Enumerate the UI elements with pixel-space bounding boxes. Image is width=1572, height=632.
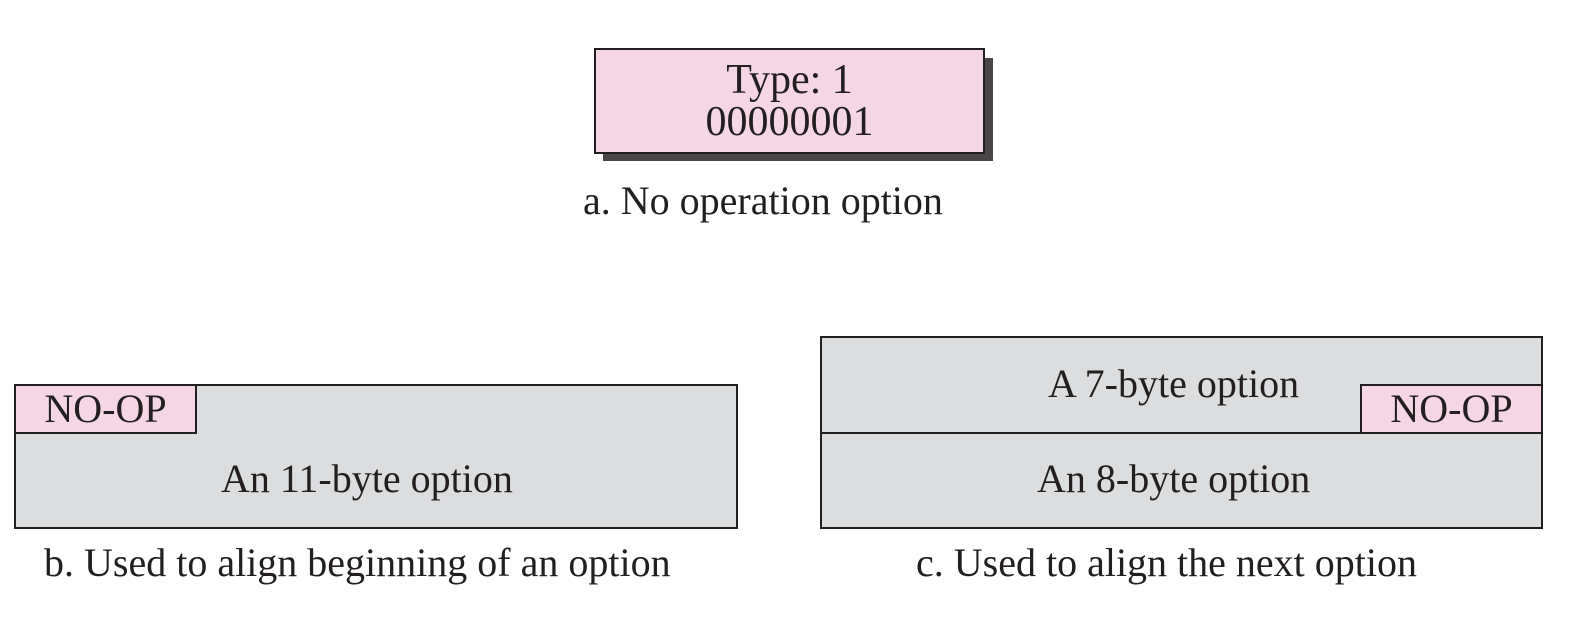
eleven-byte-option-label: An 11-byte option (221, 456, 513, 501)
noop-label-c: NO-OP (1390, 386, 1513, 431)
type-label: Type: 1 (726, 57, 853, 103)
noop-label-b: NO-OP (44, 386, 167, 431)
caption-b: b. Used to align beginning of an option (44, 540, 671, 585)
caption-c: c. Used to align the next option (916, 540, 1418, 585)
noop-box-c: NO-OP (1360, 384, 1543, 434)
binary-value: 00000001 (705, 99, 874, 145)
noop-box-b: NO-OP (14, 384, 197, 434)
type-box: Type: 1 00000001 (594, 48, 985, 154)
seven-byte-option-label: A 7-byte option (1048, 361, 1300, 406)
eight-byte-option-label: An 8-byte option (1037, 456, 1311, 501)
eight-byte-option-box (820, 432, 1543, 529)
caption-a: a. No operation option (583, 178, 943, 223)
